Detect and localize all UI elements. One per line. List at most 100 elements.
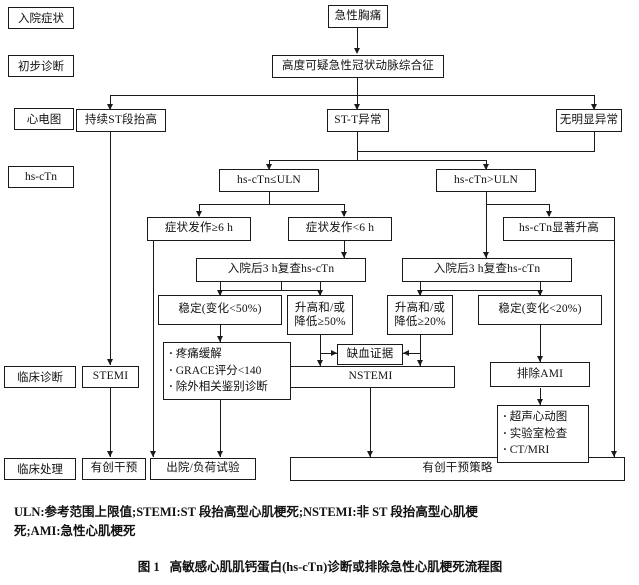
arrowhead-stable-lt20-to-exclude-ami bbox=[536, 356, 543, 362]
connector-bus-to-st-elevation bbox=[110, 95, 111, 110]
arrowhead-gt-uln-to-recheck-right bbox=[482, 252, 489, 258]
arrowhead-marked-rise-to-strategy bbox=[610, 451, 617, 457]
node-rise-fall-ge-20[interactable]: 升高和/或 降低≥20% bbox=[387, 295, 453, 335]
connector-recheck-left-split-bus bbox=[220, 290, 320, 291]
node-onset-ge-6h[interactable]: 症状发作≥6 h bbox=[147, 217, 251, 241]
stage-label-admission-symptoms: 入院症状 bbox=[8, 7, 74, 29]
arrowhead-stemi-to-invasive bbox=[106, 451, 113, 457]
connector-recheck-left-down bbox=[281, 282, 282, 290]
footnote-line-2: 死;AMI:急性心肌梗死 bbox=[14, 524, 136, 539]
connector-marked-rise-edge bbox=[614, 241, 615, 242]
exclude-ami-workup-item-1: 超声心动图 bbox=[503, 409, 583, 426]
stage-label-clinical-diagnosis: 临床诊断 bbox=[4, 366, 76, 388]
connector-gt-uln-split-bus bbox=[486, 204, 549, 205]
connector-bus-to-st-t bbox=[357, 95, 358, 110]
connector-stable-lt20-to-exclude-ami bbox=[540, 325, 541, 362]
connector-st-elevation-to-stemi bbox=[110, 132, 111, 365]
figure-caption: 图 1 高敏感心肌肌钙蛋白(hs-cTn)诊断或排除急性心肌梗死流程图 bbox=[14, 556, 626, 575]
arrowhead-ischemia-left bbox=[331, 349, 337, 356]
connector-rise20-to-nstemi bbox=[420, 353, 421, 366]
connector-gt-uln-to-recheck-right bbox=[486, 204, 487, 258]
connector-to-stable-lt50 bbox=[220, 282, 221, 295]
arrowhead-to-stable-lt50 bbox=[216, 290, 223, 296]
node-discharge-stress-test[interactable]: 出院/负荷试验 bbox=[150, 458, 256, 480]
stage-label-initial-diagnosis: 初步诊断 bbox=[8, 55, 74, 77]
node-rise-fall-ge-50[interactable]: 升高和/或 降低≥50% bbox=[287, 295, 353, 335]
node-onset-lt-6h[interactable]: 症状发作<6 h bbox=[288, 217, 392, 241]
connector-rise50-to-nstemi bbox=[320, 353, 321, 366]
connector-to-rise-ge50 bbox=[320, 282, 321, 295]
footnote-line-1: ULN:参考范围上限值;STEMI:ST 段抬高型心肌梗死;NSTEMI:非 S… bbox=[14, 505, 478, 519]
discharge-criteria-item-3: 除外相关鉴别诊断 bbox=[169, 379, 285, 396]
node-invasive-intervention[interactable]: 有创干预 bbox=[82, 458, 146, 480]
stage-label-hs-ctn: hs-cTn bbox=[8, 166, 74, 188]
connector-le-uln-split-bus bbox=[199, 204, 344, 205]
connector-criteria-to-discharge bbox=[220, 400, 221, 457]
connector-acs-bus bbox=[110, 95, 594, 96]
arrowhead-split-to-gt-uln bbox=[482, 164, 489, 170]
arrowhead-to-rise-ge50 bbox=[316, 290, 323, 296]
connector-ecg-merge-bus bbox=[357, 151, 595, 152]
connector-to-stable-lt20 bbox=[540, 282, 541, 295]
node-exclude-ami[interactable]: 排除AMI bbox=[490, 362, 590, 387]
connector-acs-down bbox=[357, 78, 358, 95]
node-stable-lt-50[interactable]: 稳定(变化<50%) bbox=[158, 295, 282, 325]
arrowhead-ischemia-right bbox=[403, 349, 409, 356]
connector-marked-rise-to-strategy bbox=[614, 241, 615, 457]
arrowhead-to-marked-rise bbox=[545, 211, 552, 217]
node-persistent-st-elevation[interactable]: 持续ST段抬高 bbox=[76, 109, 166, 132]
arrowhead-rise20-to-nstemi bbox=[416, 360, 423, 366]
node-stable-lt-20[interactable]: 稳定(变化<20%) bbox=[478, 295, 602, 325]
node-no-obvious-abnormal[interactable]: 无明显异常 bbox=[556, 109, 622, 132]
figure-caption-number: 图 1 bbox=[137, 560, 160, 574]
connector-le-uln-down bbox=[269, 192, 270, 204]
connector-rise50-down-to-ischemia bbox=[320, 335, 321, 353]
arrowhead-to-onset-ge6h bbox=[195, 211, 202, 217]
node-hsctn-marked-rise[interactable]: hs-cTn显著升高 bbox=[503, 217, 615, 241]
connector-onset-lt6h-to-recheck bbox=[344, 241, 345, 258]
arrowhead-bus-to-no-abnormal bbox=[590, 104, 597, 110]
connector-ischemia-right-link bbox=[403, 353, 420, 354]
arrowhead-rise50-to-nstemi bbox=[316, 360, 323, 366]
node-hsctn-le-uln[interactable]: hs-cTn≤ULN bbox=[219, 169, 319, 192]
figure-caption-text: 高敏感心肌肌钙蛋白(hs-cTn)诊断或排除急性心肌梗死流程图 bbox=[169, 560, 503, 574]
node-hsctn-gt-uln[interactable]: hs-cTn>ULN bbox=[436, 169, 536, 192]
arrowhead-exclude-ami-to-workup bbox=[536, 399, 543, 405]
node-ischemia-evidence[interactable]: 缺血证据 bbox=[337, 344, 403, 365]
connector-onset-ge6h-to-discharge bbox=[153, 241, 154, 457]
node-suspected-acs[interactable]: 高度可疑急性冠状动脉综合征 bbox=[272, 55, 444, 78]
connector-ischemia-left-link bbox=[320, 353, 337, 354]
arrowhead-onset-ge6h-to-discharge bbox=[149, 451, 156, 457]
node-st-t-abnormal[interactable]: ST-T异常 bbox=[327, 109, 389, 132]
connector-stable-lt50-to-criteria bbox=[220, 325, 221, 342]
node-nstemi[interactable]: NSTEMI bbox=[286, 366, 455, 388]
connector-to-marked-rise bbox=[549, 204, 550, 216]
figure-footnote: ULN:参考范围上限值;STEMI:ST 段抬高型心肌梗死;NSTEMI:非 S… bbox=[14, 503, 626, 542]
node-rise-fall-ge-20-line2: 降低≥20% bbox=[394, 316, 446, 328]
node-stemi[interactable]: STEMI bbox=[82, 366, 139, 388]
node-acute-chest-pain[interactable]: 急性胸痛 bbox=[328, 5, 388, 28]
stage-label-clinical-management: 临床处理 bbox=[4, 458, 76, 480]
connector-rise20-down-to-ischemia bbox=[420, 335, 421, 353]
connector-recheck-right-split-bus bbox=[420, 290, 540, 291]
connector-no-abnormal-down bbox=[594, 132, 595, 151]
connector-merge-down bbox=[357, 151, 358, 160]
node-rise-fall-ge-20-line1: 升高和/或 bbox=[394, 301, 446, 314]
connector-nstemi-to-strategy bbox=[370, 388, 371, 457]
connector-to-onset-lt6h bbox=[344, 204, 345, 216]
node-discharge-criteria-box[interactable]: 疼痛缓解 GRACE评分<140 除外相关鉴别诊断 bbox=[163, 342, 291, 400]
stage-label-ecg: 心电图 bbox=[14, 108, 74, 130]
connector-hsctn-split-bus bbox=[269, 160, 486, 161]
arrowhead-criteria-to-discharge bbox=[216, 451, 223, 457]
arrowhead-to-onset-lt6h bbox=[340, 211, 347, 217]
connector-gt-uln-down bbox=[486, 192, 487, 204]
arrowhead-nstemi-to-strategy bbox=[366, 451, 373, 457]
arrowhead-to-rise-ge20 bbox=[416, 290, 423, 296]
node-recheck-3h-left[interactable]: 入院后3 h复查hs-cTn bbox=[196, 258, 366, 282]
node-rise-fall-ge-50-line1: 升高和/或 bbox=[294, 301, 346, 314]
exclude-ami-workup-item-3: CT/MRI bbox=[503, 442, 583, 459]
node-exclude-ami-workup-box[interactable]: 超声心动图 实验室检查 CT/MRI bbox=[497, 405, 589, 463]
node-recheck-3h-right[interactable]: 入院后3 h复查hs-cTn bbox=[402, 258, 572, 282]
connector-to-onset-ge6h bbox=[199, 204, 200, 216]
